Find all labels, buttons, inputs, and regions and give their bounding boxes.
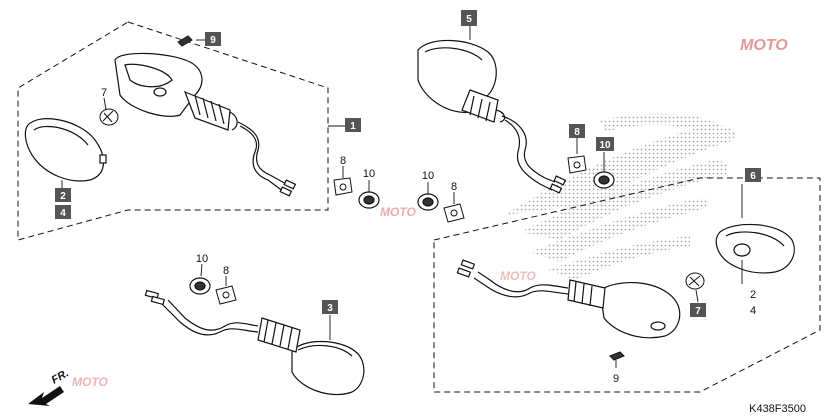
label-8-center: 8 [451,181,457,193]
callout-box-3: 3 [322,300,338,314]
svg-text:8: 8 [574,127,580,138]
lens-right [715,223,795,274]
svg-text:5: 5 [466,14,472,25]
front-arrow: FR. [28,367,71,406]
svg-text:MOTO: MOTO [380,205,416,219]
turn-signal-front-left [114,52,297,197]
label-10-center: 10 [422,170,434,182]
front-label: FR. [50,367,71,386]
turn-signal-right-assembly [456,259,681,339]
svg-text:4: 4 [60,208,66,219]
diagram-code: K438F3500 [749,403,806,415]
screw-right [609,351,625,361]
callout-box-5: 5 [461,10,477,26]
svg-text:10: 10 [599,140,611,151]
callout-box-2: 2 [55,188,71,202]
svg-text:MOTO: MOTO [72,375,108,389]
nut-10-right [593,171,615,189]
watermark-bottom-left: MOTO [72,375,108,389]
grommet-8-right [567,155,587,174]
svg-text:3: 3 [327,303,333,314]
nut-10-left [358,191,380,209]
svg-text:MOTO: MOTO [740,37,788,54]
label-9-right: 9 [613,373,619,385]
callout-box-10: 10 [596,137,614,151]
label-10-left: 10 [363,168,375,180]
svg-text:2: 2 [60,191,66,202]
svg-text:1: 1 [350,121,356,132]
watermark-right: MOTO [500,269,536,283]
grommet-8-left [333,177,353,196]
label-8-left: 8 [340,155,346,167]
bulb-right [685,272,705,290]
svg-text:MOTO: MOTO [500,269,536,283]
callout-box-4: 4 [55,205,71,219]
nut-10-center [417,193,439,211]
svg-text:6: 6 [750,171,756,182]
svg-text:9: 9 [210,35,216,46]
nut-10-lower [189,277,211,295]
label-4-right: 4 [750,305,756,317]
svg-text:7: 7 [695,306,701,317]
turn-signal-lower-left [144,289,365,396]
callout-box-9: 9 [205,32,221,46]
background-wing-logo [505,113,736,280]
watermark-top-right: MOTO [740,37,788,54]
grommet-8-center [443,203,465,223]
bulb-left [99,108,119,126]
callout-box-7-right: 7 [690,303,706,317]
group-outline-left [17,21,329,241]
label-10-lower: 10 [196,253,208,265]
callout-box-8: 8 [569,124,585,138]
label-2-right: 2 [750,289,756,301]
callout-box-6: 6 [745,168,761,182]
turn-signal-rear-right [417,39,567,194]
screw-left [177,35,193,47]
group-outline-right [433,177,821,393]
watermark-center: MOTO [380,205,416,219]
label-8-lower: 8 [223,265,229,277]
callout-box-1: 1 [345,118,361,132]
grommet-8-lower [215,285,237,305]
label-7-left: 7 [101,87,107,99]
lens-left [24,118,107,182]
